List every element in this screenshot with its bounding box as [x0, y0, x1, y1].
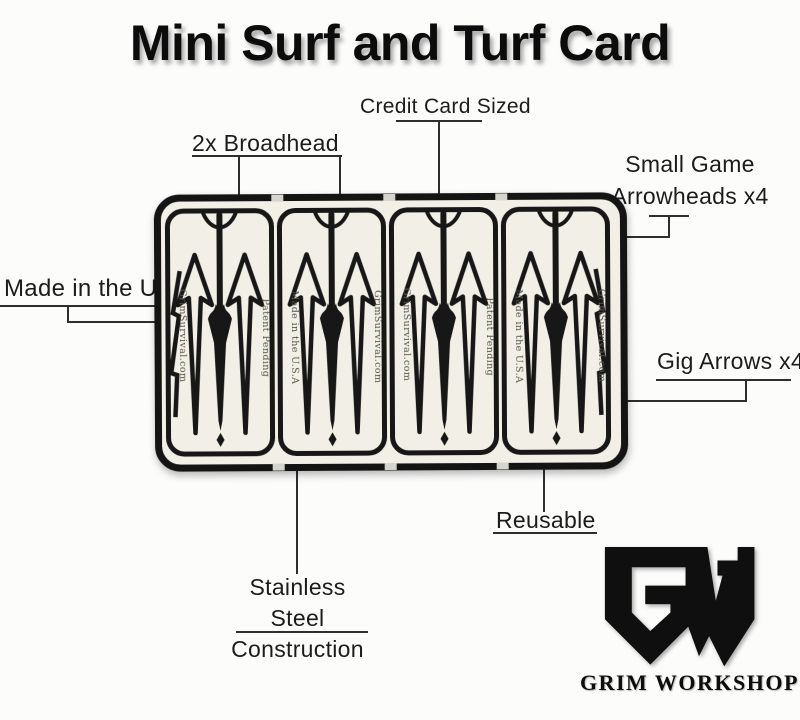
- callout-line: [656, 379, 791, 381]
- card-engraving: GrimSurvival.com: [372, 290, 383, 383]
- callout-line: [236, 631, 368, 633]
- sprue-tabs: [271, 193, 509, 471]
- callout-line: [192, 155, 342, 157]
- callout-line: [0, 305, 167, 307]
- card-engraving: GrimSurvival.com: [401, 288, 412, 381]
- callout-line: [616, 236, 670, 238]
- card-engraving: GrimSurvival.com: [596, 289, 607, 382]
- grim-workshop-logo: GRIM WORKSHOP: [580, 542, 799, 696]
- gw-monogram-icon: [604, 547, 755, 667]
- lightning-arrow-icon: [593, 268, 608, 416]
- callout-line: [668, 215, 670, 238]
- card-engraving: GrimSurvival.com: [177, 289, 188, 382]
- callout-credit-card-sized: Credit Card Sized: [360, 95, 531, 118]
- callout-stainless-line2: Construction: [231, 636, 364, 662]
- callout-stainless-steel: Stainless Steel Construction: [225, 572, 370, 665]
- card-engraving: Made in the U.S.A: [513, 289, 524, 383]
- callout-line: [296, 468, 298, 574]
- callout-line: [339, 155, 341, 199]
- callout-line: [493, 532, 597, 534]
- card-panel: Made in the U.S.A GrimSurvival.com: [503, 209, 608, 453]
- callout-line: [620, 400, 747, 402]
- card-engraving: Patent Pending: [484, 297, 495, 376]
- lightning-arrow-icon: [168, 270, 182, 418]
- logo-wordmark: GRIM WORKSHOP: [580, 670, 799, 695]
- callout-small-game-arrowheads: Small Game Arrowheads x4: [605, 148, 775, 212]
- callout-line: [543, 468, 545, 512]
- callout-line: [67, 321, 162, 323]
- callout-line: [238, 155, 240, 199]
- callout-line: [438, 120, 440, 197]
- card-panel: Made in the U.S.A GrimSurvival.com: [279, 210, 384, 454]
- card-engraving: Patent Pending: [260, 299, 271, 378]
- callout-line: [745, 379, 747, 402]
- callout-small-game-line1: Small Game: [625, 151, 755, 177]
- card-engraving: Made in the U.S.A: [289, 290, 300, 384]
- callout-small-game-line2: Arrowheads x4: [611, 183, 769, 209]
- callout-line: [67, 305, 69, 323]
- callout-stainless-line1: Stainless Steel: [249, 574, 346, 631]
- card-panel: GrimSurvival.com Patent Pending: [391, 209, 496, 453]
- product-card-photo: GrimSurvival.com Patent Pending Made in …: [153, 192, 629, 472]
- card-panel: GrimSurvival.com Patent Pending: [167, 211, 272, 455]
- page-title: Mini Surf and Turf Card: [129, 15, 671, 71]
- callout-2x-broadhead: 2x Broadhead: [192, 130, 339, 156]
- callout-reusable: Reusable: [496, 507, 596, 533]
- callout-gig-arrows: Gig Arrows x4: [657, 348, 800, 374]
